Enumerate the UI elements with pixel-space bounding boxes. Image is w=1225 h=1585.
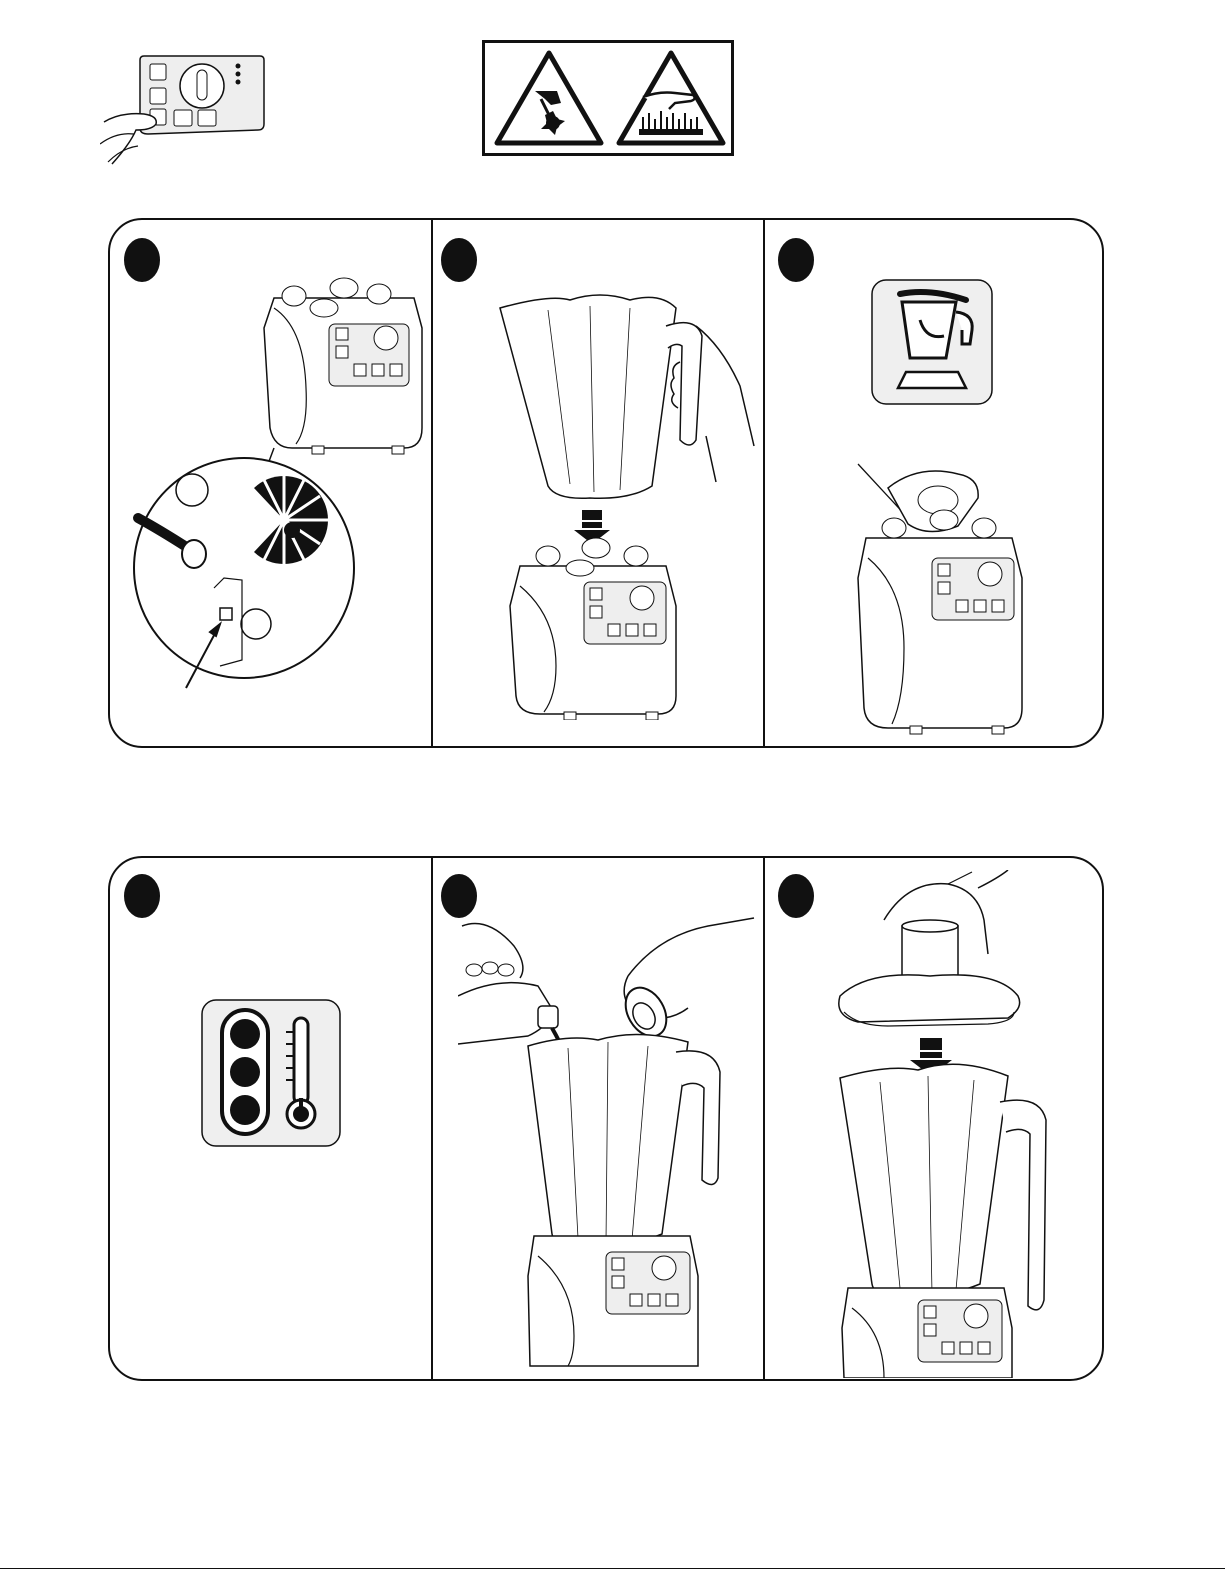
- blade-hand-warning-icon: [491, 47, 607, 151]
- step-marker: [441, 874, 477, 918]
- control-panel-press-icon: [100, 52, 270, 170]
- panel-divider: [763, 858, 765, 1379]
- warning-symbols-box: [482, 40, 734, 156]
- place-jar-on-base-illustration: [490, 286, 760, 720]
- base-power-switch-illustration: [124, 268, 424, 738]
- steps-row-1: [108, 218, 1104, 748]
- jar-seating-symbol-icon: [870, 278, 994, 406]
- open-lid-base-illustration: [848, 458, 1024, 744]
- step-marker: [778, 874, 814, 918]
- panel-divider: [431, 858, 433, 1379]
- thermal-indicator-symbol-icon: [200, 998, 342, 1148]
- attach-lid-illustration: [828, 870, 1098, 1378]
- step-marker: [124, 874, 160, 918]
- step-marker: [441, 238, 477, 282]
- panel-divider: [763, 220, 765, 746]
- page-bottom-rule: [0, 1568, 1225, 1569]
- step-marker: [778, 238, 814, 282]
- hot-surface-warning-icon: [613, 47, 729, 151]
- panel-divider: [431, 220, 433, 746]
- add-ingredients-illustration: [458, 916, 758, 1376]
- steps-row-2: [108, 856, 1104, 1381]
